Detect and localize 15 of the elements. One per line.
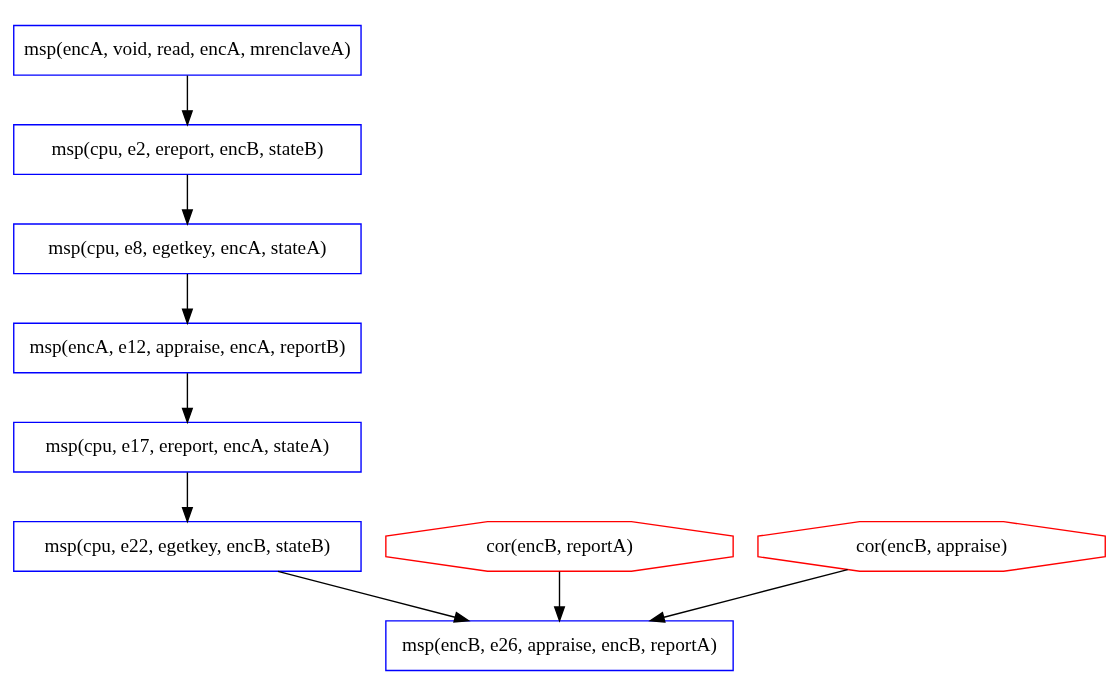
node-box: msp(cpu, e2, ereport, encB, stateB): [13, 124, 362, 176]
arrow: [553, 570, 566, 623]
arrow: [181, 273, 194, 326]
node-box: msp(cpu, e22, egetkey, encB, stateB): [13, 520, 362, 572]
arrow: [181, 74, 194, 127]
node-box: msp(encA, e12, appraise, encA, reportB): [13, 322, 362, 374]
node-box: msp(cpu, e8, egetkey, encA, stateA): [13, 223, 362, 275]
arrow: [181, 471, 194, 524]
arrow: [648, 568, 849, 623]
node-box: msp(encA, void, read, encA, mrenclaveA): [13, 24, 362, 76]
arrow: [181, 372, 194, 425]
node-box: msp(encB, e26, appraise, encB, reportA): [385, 620, 734, 672]
arrow: [277, 570, 471, 623]
arrow: [181, 174, 194, 226]
node-box: msp(cpu, e17, ereport, encA, stateA): [13, 421, 362, 473]
